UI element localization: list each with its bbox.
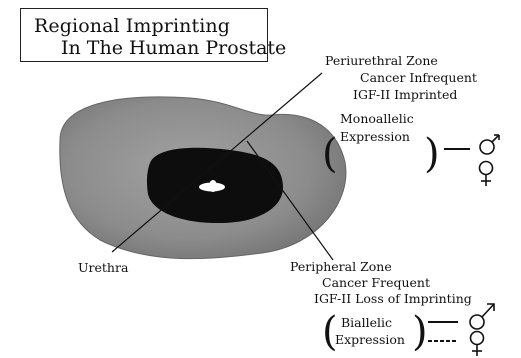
monoallelic-close-paren: )	[424, 131, 440, 177]
monoallelic-expression-label: Expression	[340, 131, 410, 144]
periurethral-zone-label: Periurethral Zone	[325, 55, 438, 68]
female-symbol-icon	[471, 332, 484, 357]
peripheral-zone-label: Peripheral Zone	[290, 261, 392, 274]
female-symbol-icon	[480, 162, 493, 187]
male-symbol-icon	[470, 304, 494, 329]
peripheral-cancer-label: Cancer Frequent	[322, 277, 430, 290]
urethra-label: Urethra	[78, 262, 128, 275]
peripheral-imprint-label: IGF-II Loss of Imprinting	[314, 293, 472, 306]
biallelic-close-paren: )	[412, 309, 428, 355]
biallelic-expression-label: Expression	[335, 334, 405, 347]
monoallelic-open-paren: (	[322, 131, 338, 177]
biallelic-label: Biallelic	[341, 317, 392, 330]
periurethral-cancer-label: Cancer Infrequent	[360, 72, 477, 85]
male-symbol-icon	[480, 135, 499, 154]
periurethral-imprint-label: IGF-II Imprinted	[353, 89, 457, 102]
monoallelic-label: Monoallelic	[340, 113, 414, 126]
